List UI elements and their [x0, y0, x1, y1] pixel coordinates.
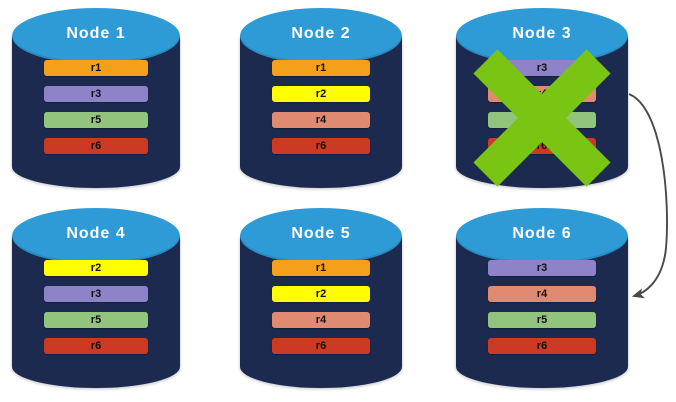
cylinder-top	[12, 208, 180, 264]
cylinder-top	[456, 208, 628, 264]
record-row[interactable]: r1	[272, 60, 370, 76]
node-title: Node 5	[291, 225, 351, 242]
record-rows: r2 r3 r5 r6	[12, 208, 180, 388]
record-row[interactable]: r6	[44, 338, 148, 354]
record-row[interactable]: r4	[272, 312, 370, 328]
record-row[interactable]: r1	[44, 60, 148, 76]
node-title: Node 3	[512, 25, 572, 42]
record-row[interactable]: r2	[272, 86, 370, 102]
database-node-5[interactable]: Node 5 r1 r2 r4 r6	[240, 208, 402, 388]
record-row[interactable]: r4	[272, 112, 370, 128]
record-row[interactable]: r5	[44, 112, 148, 128]
record-rows: r1 r2 r4 r6	[240, 208, 402, 388]
record-row[interactable]: r3	[488, 260, 596, 276]
node-title: Node 2	[291, 25, 351, 42]
record-row[interactable]: r6	[44, 138, 148, 154]
record-row[interactable]: r4	[488, 286, 596, 302]
record-row[interactable]: r6	[272, 338, 370, 354]
record-row[interactable]: r2	[44, 260, 148, 276]
record-row[interactable]: r6	[272, 138, 370, 154]
record-row[interactable]: r1	[272, 260, 370, 276]
record-row[interactable]: r2	[272, 286, 370, 302]
node-title: Node 1	[66, 25, 126, 42]
database-node-4[interactable]: Node 4 r2 r3 r5 r6	[12, 208, 180, 388]
record-row[interactable]: r5	[44, 312, 148, 328]
cylinder-top	[12, 8, 180, 64]
database-node-6[interactable]: Node 6 r3 r4 r5 r6	[456, 208, 628, 388]
database-node-1[interactable]: Node 1 r1 r3 r5 r6	[12, 8, 180, 188]
record-row[interactable]: r3	[44, 286, 148, 302]
record-row[interactable]: r5	[488, 312, 596, 328]
node-title: Node 6	[512, 225, 572, 242]
record-rows: r3 r4 r5 r6	[456, 208, 628, 388]
record-row[interactable]: r3	[44, 86, 148, 102]
cylinder-top	[240, 8, 402, 64]
cylinder-top	[240, 208, 402, 264]
node-title: Node 4	[66, 225, 126, 242]
record-rows: r1 r3 r5 r6	[12, 8, 180, 188]
record-rows: r1 r2 r4 r6	[240, 8, 402, 188]
database-node-2[interactable]: Node 2 r1 r2 r4 r6	[240, 8, 402, 188]
record-row[interactable]: r6	[488, 338, 596, 354]
